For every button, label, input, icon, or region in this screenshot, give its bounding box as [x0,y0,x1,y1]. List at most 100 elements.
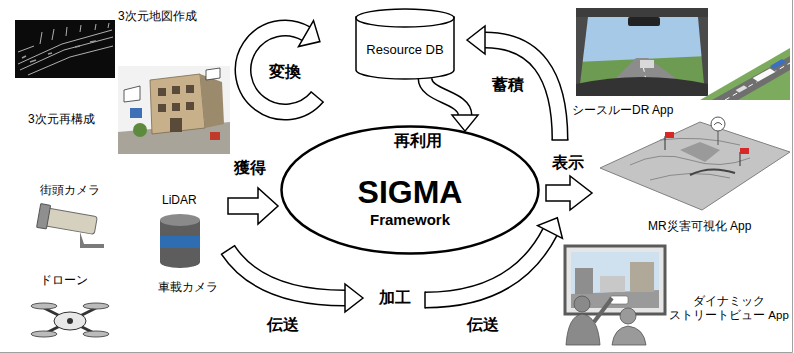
drone-icon [83,331,109,337]
transmit-arrow [228,250,345,298]
accumulate-arrow [485,40,560,140]
transmit-arrow [221,245,363,312]
street-camera-icon [37,204,51,229]
process-label: 加工 [379,288,411,308]
see-through-car-image [640,60,654,68]
street-view-display-image [600,276,625,292]
reconstruction-image [150,74,205,134]
see-through-car-image [770,59,786,69]
reconstruction-image [200,74,224,128]
see-through-car-image [725,63,790,100]
disaster-terrain-image [740,148,749,154]
transmit-arrow [228,250,345,298]
display-block-arrow [546,176,592,210]
building-windows [158,85,194,132]
building-windows [186,102,194,110]
lidar-sensor-icon [160,214,200,226]
disaster-terrain-image [714,123,722,126]
arrow-outline [425,78,465,115]
caption-label: MR災害可視化 App [648,219,751,234]
street-camera-icon [37,204,104,248]
reconstruction-image [118,66,230,154]
building-windows [158,104,166,112]
ellipse-outline [282,127,539,254]
street-view-display-image [565,246,665,314]
disaster-terrain-image [665,136,666,150]
see-through-car-image [735,85,748,93]
node-subtitle: Framework [370,211,450,228]
caption-label: 3次元再構成 [28,112,95,127]
disaster-terrain-image [740,152,741,166]
cylinder-top [356,9,454,27]
building-windows [172,86,180,94]
disaster-terrain-image [680,142,720,162]
conversion-cycle-arrow [243,21,324,112]
street-view-display-image [574,296,590,312]
street-view-display-image [594,298,612,322]
conversion-cycle-arrow [299,21,320,47]
building-windows [170,118,182,132]
arrow-head [452,115,478,131]
drone-icon [83,303,109,309]
transmit-arrow [221,245,235,254]
conversion-cycle-arrow [311,92,324,103]
street-camera-icon [80,232,104,248]
device-label: ドローン [40,273,88,288]
disaster-terrain-image [690,169,735,175]
acquire-block-arrow [228,188,278,224]
arrow-label: 表示 [552,153,584,173]
point-cloud-map-image [18,23,113,75]
street-view-display-image [612,326,646,345]
arrow-label: 伝送 [267,315,299,335]
see-through-car-image [698,17,708,84]
lidar-sensor-icon [160,220,200,268]
see-through-car-image [700,48,790,100]
display-block-arrow [546,176,592,210]
reconstruction-image [206,68,220,80]
reconstruction-image [210,132,220,140]
arrow-label: 変換 [269,62,301,82]
disaster-terrain-image [665,132,674,138]
street-view-display-image [620,308,636,324]
disaster-terrain-image [711,117,725,131]
caption-label: 3次元地図作成 [118,9,197,24]
drone-icon [31,303,109,337]
device-label: 街頭カメラ [40,183,100,198]
see-through-car-image [576,56,708,96]
arrow-body [425,78,465,115]
street-view-display-image [575,268,593,294]
reuse-arrow [425,78,478,131]
transmit-arrow [345,284,363,312]
edge-label: 再利用 [392,131,444,150]
street-view-display-image [566,314,600,345]
disaster-terrain-image [718,131,719,145]
building-windows [158,88,166,96]
node-title: Resource DB [366,43,443,58]
transmit-arrow [424,292,426,309]
device-label: LiDAR [162,193,197,208]
see-through-car-image [576,77,708,96]
building-windows [186,85,194,93]
acquire-block-arrow [228,188,278,224]
transmit-arrow [538,218,563,239]
see-through-car-image [628,17,660,26]
caption-label: ダイナミック ストリートビュー App [668,294,790,323]
arrow-label: 獲得 [234,158,266,178]
reconstruction-image [130,108,142,118]
frame-border [792,0,793,353]
disaster-terrain-image [630,138,750,180]
street-view-display-image [565,246,665,345]
drone-icon [31,331,57,337]
drone-icon [31,303,57,309]
point-cloud-map-image [15,20,115,78]
accumulate-arrow [467,26,485,54]
street-view-display-image [630,262,654,292]
accumulate-arrow [485,40,560,140]
see-through-car-image [576,8,708,96]
disaster-terrain-image [600,117,790,210]
drone-icon [67,318,73,324]
lidar-sensor-icon [160,214,200,268]
node-title: SIGMA [358,174,463,211]
street-camera-icon [37,204,98,238]
